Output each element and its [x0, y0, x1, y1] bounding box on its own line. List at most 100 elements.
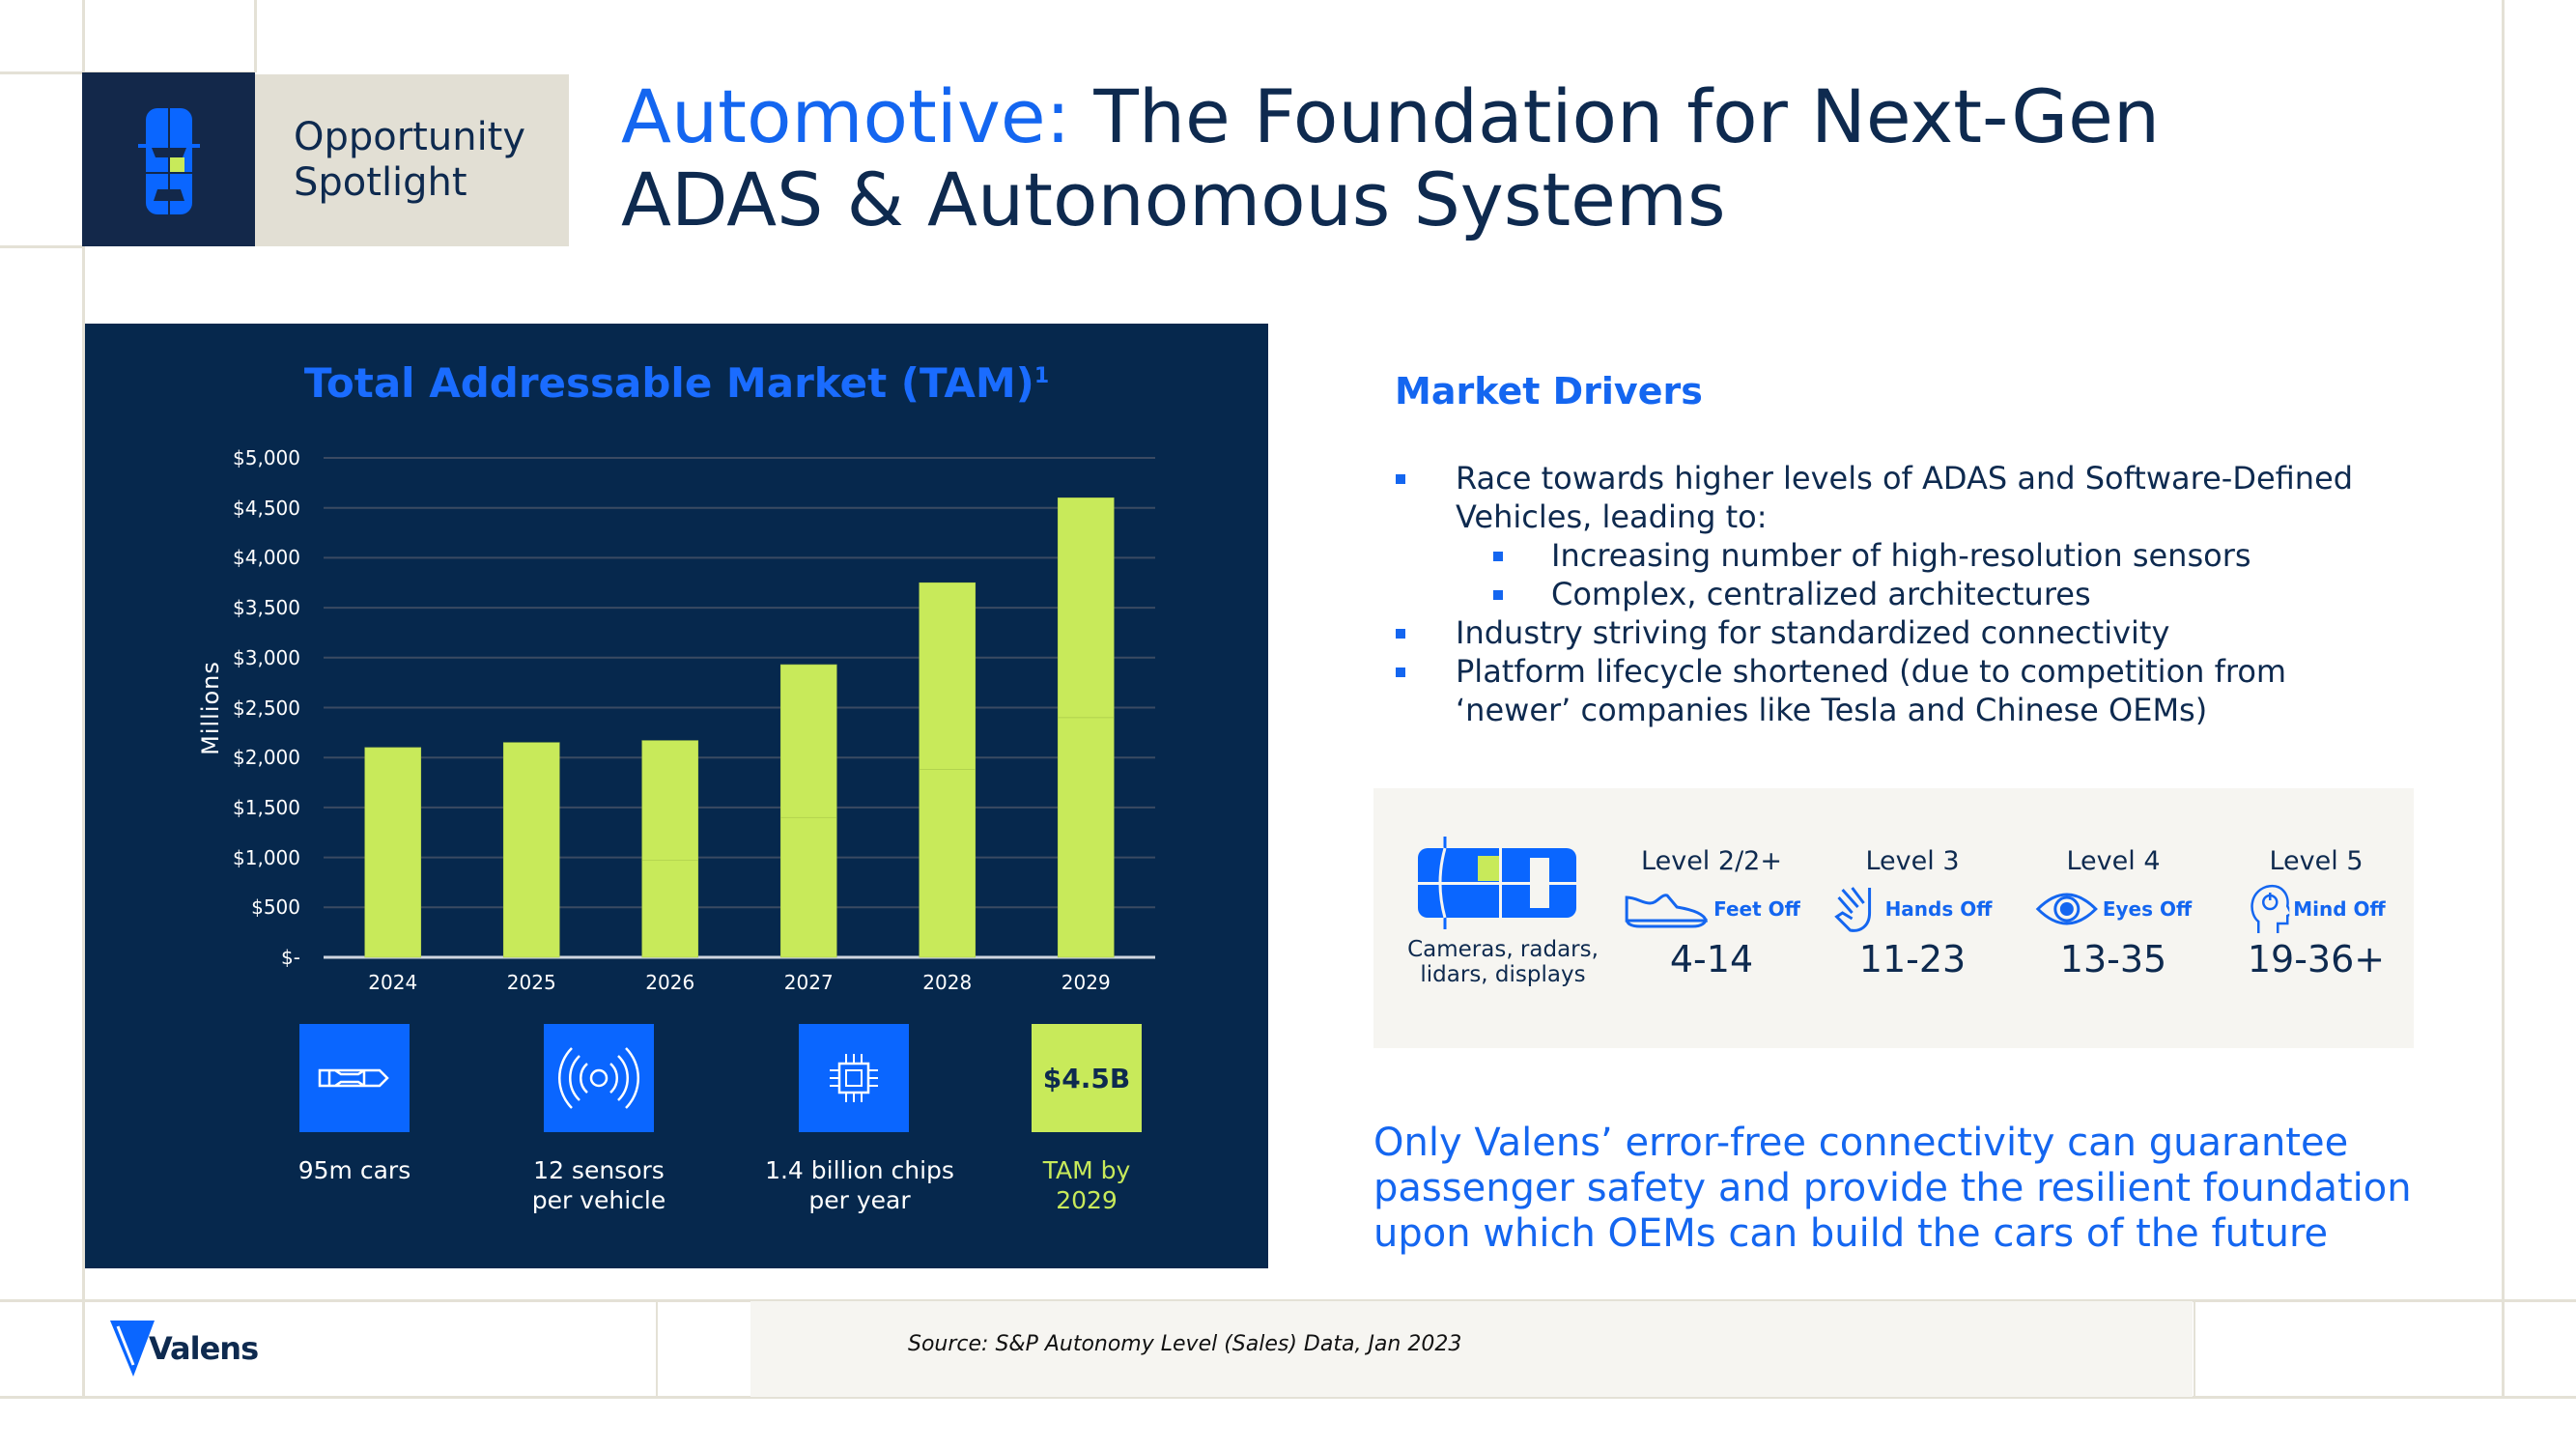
source-note: Source: S&P Autonomy Level (Sales) Data,…: [908, 1332, 1462, 1356]
shoe-icon: [1625, 894, 1709, 928]
x-tick-label: 2026: [645, 971, 695, 994]
y-tick-label: $2,000: [233, 746, 300, 770]
stat-label: 95m cars: [239, 1155, 470, 1185]
car-top-view-icon: [82, 72, 255, 246]
closing-line: upon which OEMs can build the cars of th…: [1373, 1211, 2329, 1256]
footnote-marker: 1: [1033, 364, 1050, 388]
chart-title: Total Addressable Market (TAM)1: [85, 359, 1268, 407]
stat-line: per year: [808, 1186, 911, 1214]
caption-line: Cameras, radars,: [1407, 937, 1599, 962]
closing-statement: Only Valens’ error-free connectivity can…: [1373, 1121, 2412, 1257]
closing-line: passenger safety and provide the resilie…: [1373, 1166, 2412, 1210]
car-icon: [318, 1068, 389, 1088]
caption-line: lidars, displays: [1420, 962, 1586, 987]
bar-2027-segment-0: [779, 816, 837, 958]
sensor-range: 4-14: [1669, 938, 1754, 980]
bar-2028-segment-1: [919, 582, 977, 770]
footer-divider: [2194, 1301, 2195, 1397]
y-tick-label: $4,000: [233, 546, 300, 570]
autonomy-levels-panel: [1373, 788, 2414, 1048]
bullet-icon: [1396, 629, 1405, 639]
sensor-range: 13-35: [2059, 938, 2167, 980]
opportunity-spotlight-tag: Opportunity Spotlight: [255, 74, 569, 246]
stat-line: 95m cars: [297, 1156, 411, 1184]
sensor-range: 11-23: [1858, 938, 1967, 980]
eye-icon: [2035, 893, 2098, 925]
page-title: Automotive: The Foundation for Next-Gen …: [621, 75, 2160, 242]
y-tick-label: $2,500: [233, 696, 300, 720]
head-mind-icon: [2250, 884, 2290, 933]
x-tick-label: 2029: [1061, 971, 1111, 994]
bar-2025-segment-0: [502, 742, 560, 958]
x-tick-label: 2024: [368, 971, 418, 994]
chips-tile: [799, 1024, 909, 1132]
car-side-icon: [1418, 837, 1576, 929]
tam-value-tile: $4.5B: [1032, 1024, 1142, 1132]
level-tag: Mind Off: [2293, 897, 2386, 921]
sensor-icon: [558, 1047, 639, 1109]
frame-line: [2502, 0, 2505, 1397]
x-tick-label: 2028: [922, 971, 973, 994]
bar-2027-segment-1: [779, 664, 837, 818]
level-label: Level 2/2+: [1641, 846, 1782, 876]
sensors-tile: [544, 1024, 654, 1132]
y-tick-label: $-: [281, 946, 300, 969]
footer-line: [0, 1299, 2576, 1302]
bar-2026-segment-1: [641, 740, 699, 862]
bullet-icon: [1396, 474, 1405, 484]
level-label: Level 4: [2066, 846, 2161, 876]
sub-bullet-icon: [1493, 552, 1503, 561]
closing-line: Only Valens’ error-free connectivity can…: [1373, 1121, 2349, 1165]
frame-line: [254, 0, 257, 72]
bullet-text: Industry striving for standardized conne…: [1456, 614, 2170, 651]
bar-chart: [324, 457, 1155, 959]
valens-logo: Valens: [108, 1319, 259, 1378]
y-tick-label: $5,000: [233, 446, 300, 469]
bar-2026-segment-0: [641, 860, 699, 958]
bullet-text: ‘newer’ companies like Tesla and Chinese…: [1456, 692, 2208, 728]
footer-line: [0, 1396, 2576, 1399]
bullet-text: Platform lifecycle shortened (due to com…: [1456, 653, 2287, 690]
level-column: Level 2/2+ Feet Off 4-14: [1623, 846, 1800, 980]
valens-logo-mark: [110, 1321, 155, 1377]
level-column: Level 3 Hands Off 11-23: [1833, 846, 1993, 980]
cars-tile: [299, 1024, 410, 1132]
x-tick-label: 2025: [506, 971, 556, 994]
bar-2029-segment-1: [1057, 497, 1115, 719]
chart-title-text: Total Addressable Market (TAM): [303, 359, 1034, 407]
stat-line: TAM by: [1042, 1156, 1131, 1184]
stat-line: 2029: [1056, 1186, 1118, 1214]
sensor-range: 19-36+: [2247, 938, 2386, 980]
stat-line: 1.4 billion chips: [765, 1156, 954, 1184]
frame-line: [82, 0, 85, 1397]
bullet-text: Vehicles, leading to:: [1456, 498, 1768, 535]
sensors-caption: Cameras, radars, lidars, displays: [1407, 937, 1599, 987]
x-tick-label: 2027: [783, 971, 834, 994]
bar-2029-segment-0: [1057, 717, 1115, 958]
title-text: ADAS & Autonomous Systems: [621, 156, 1726, 242]
level-label: Level 5: [2269, 846, 2364, 876]
level-column: Level 4 Eyes Off 13-35: [2035, 846, 2192, 980]
level-tag: Feet Off: [1713, 897, 1800, 921]
hand-icon: [1834, 887, 1872, 932]
y-tick-label: $1,500: [233, 795, 300, 819]
level-label: Level 3: [1865, 846, 1960, 876]
bar-2024-segment-0: [364, 747, 422, 958]
market-drivers-heading: Market Drivers: [1395, 370, 1703, 412]
title-text: The Foundation for Next-Gen: [1070, 73, 2161, 159]
logo-text: Valens: [149, 1330, 259, 1367]
bullet-icon: [1396, 668, 1405, 677]
sub-bullet-icon: [1493, 590, 1503, 600]
bar-2028-segment-0: [919, 769, 977, 958]
chip-icon: [830, 1054, 878, 1102]
frame-line: [0, 245, 82, 248]
sub-bullet-text: Increasing number of high-resolution sen…: [1551, 537, 2251, 574]
stat-line: 12 sensors: [533, 1156, 665, 1184]
tag-line: Opportunity: [294, 115, 526, 159]
footer-band: [750, 1301, 2193, 1397]
level-tag: Hands Off: [1884, 897, 1993, 921]
y-tick-label: $3,500: [233, 596, 300, 620]
